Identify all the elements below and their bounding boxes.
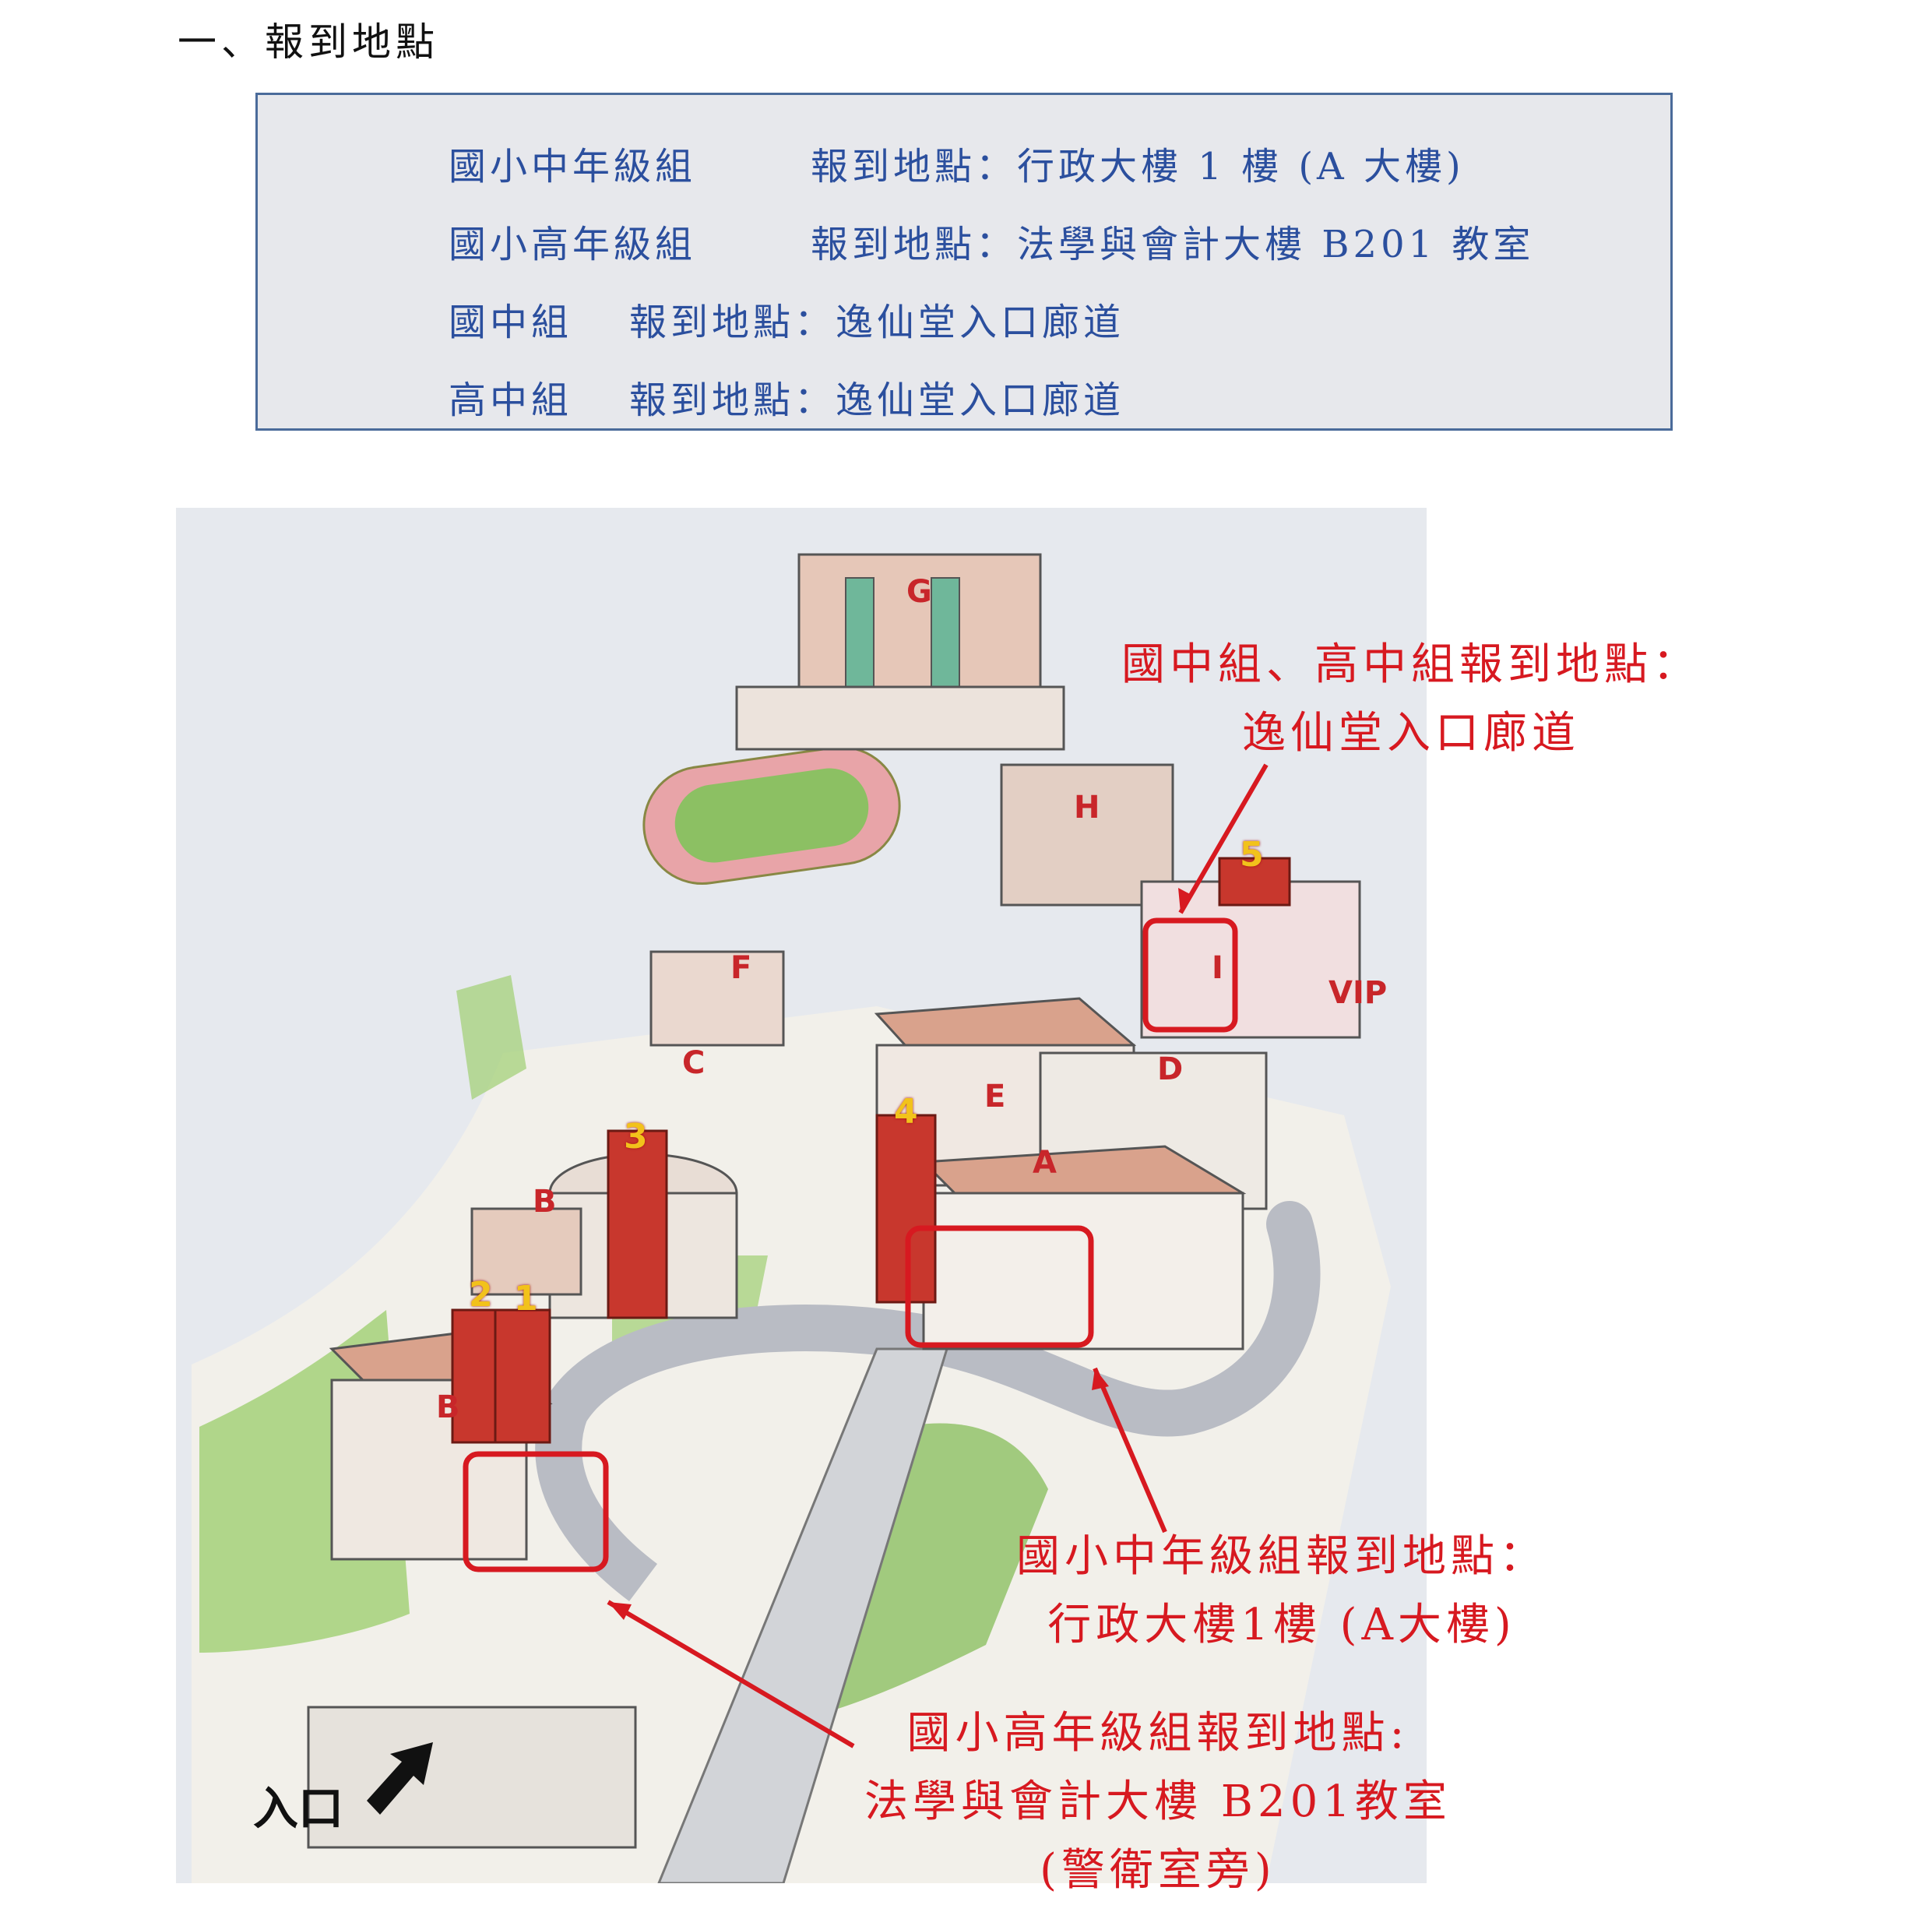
section-title: 一、報到地點 <box>178 19 439 65</box>
tower-number: 4 <box>894 1092 918 1132</box>
callout-line: 國中組、高中組報到地點： <box>1121 639 1701 690</box>
callout-line: 行政大樓1樓 (A大樓) <box>1047 1600 1516 1650</box>
building-label: E <box>984 1079 1006 1114</box>
registration-info-box: 國小中年級組 報到地點：行政大樓 1 樓 (A 大樓) 國小高年級組 報到地點：法學… <box>255 93 1673 431</box>
callout-elem-middle: 國小中年級組報到地點： 行政大樓1樓 (A大樓) <box>1016 1523 1547 1660</box>
group-name: 國小中年級組 <box>449 145 697 188</box>
building-label: D <box>1157 1051 1184 1087</box>
registration-row: 高中組 報到地點：逸仙堂入口廊道 <box>449 369 1124 424</box>
group-name: 國小高年級組 <box>449 223 697 266</box>
callout-line: 國小高年級組報到地點: <box>906 1708 1409 1759</box>
group-name: 國中組 <box>449 301 573 344</box>
group-location: 報到地點：逸仙堂入口廊道 <box>629 301 1125 344</box>
tower-number: 5 <box>1240 835 1264 875</box>
tower-number: 1 <box>514 1279 538 1319</box>
building-label: F <box>730 950 752 986</box>
campus-map-illustration <box>192 553 1391 1883</box>
group-name: 高中組 <box>449 379 573 422</box>
callout-line: (警衛室旁) <box>1040 1845 1276 1896</box>
callout-junior-senior: 國中組、高中組報到地點： 逸仙堂入口廊道 <box>1121 631 1701 768</box>
tower-number: 3 <box>624 1117 648 1157</box>
building-label: B <box>436 1389 460 1425</box>
callout-elem-upper: 國小高年級組報到地點: 法學與會計大樓 B201教室 (警衛室旁) <box>864 1699 1452 1905</box>
building-label: A <box>1033 1145 1057 1181</box>
callout-line: 逸仙堂入口廊道 <box>1242 708 1580 759</box>
building-label: VIP <box>1328 975 1388 1011</box>
building-label: H <box>1074 790 1100 826</box>
registration-row: 國中組 報到地點：逸仙堂入口廊道 <box>449 291 1124 346</box>
registration-row: 國小中年級組 報到地點：行政大樓 1 樓 (A 大樓) <box>449 136 1465 190</box>
group-location: 報到地點：行政大樓 1 樓 (A 大樓) <box>811 145 1465 188</box>
building-label: B <box>533 1184 557 1220</box>
callout-line: 國小中年級組報到地點： <box>1016 1531 1547 1582</box>
group-location: 報到地點：法學與會計大樓 B201 教室 <box>811 223 1535 266</box>
building-label: I <box>1212 950 1223 986</box>
building-label: G <box>906 574 932 610</box>
registration-row: 國小高年級組 報到地點：法學與會計大樓 B201 教室 <box>449 213 1534 268</box>
group-location: 報到地點：逸仙堂入口廊道 <box>629 379 1125 422</box>
callout-line: 法學與會計大樓 B201教室 <box>864 1776 1452 1827</box>
tower-number: 2 <box>469 1275 493 1315</box>
building-label: C <box>682 1045 706 1081</box>
campus-map: G H F C E D I VIP A B B 1 2 3 4 5 <box>176 508 1427 1883</box>
entrance-label: 入口 <box>253 1782 344 1835</box>
